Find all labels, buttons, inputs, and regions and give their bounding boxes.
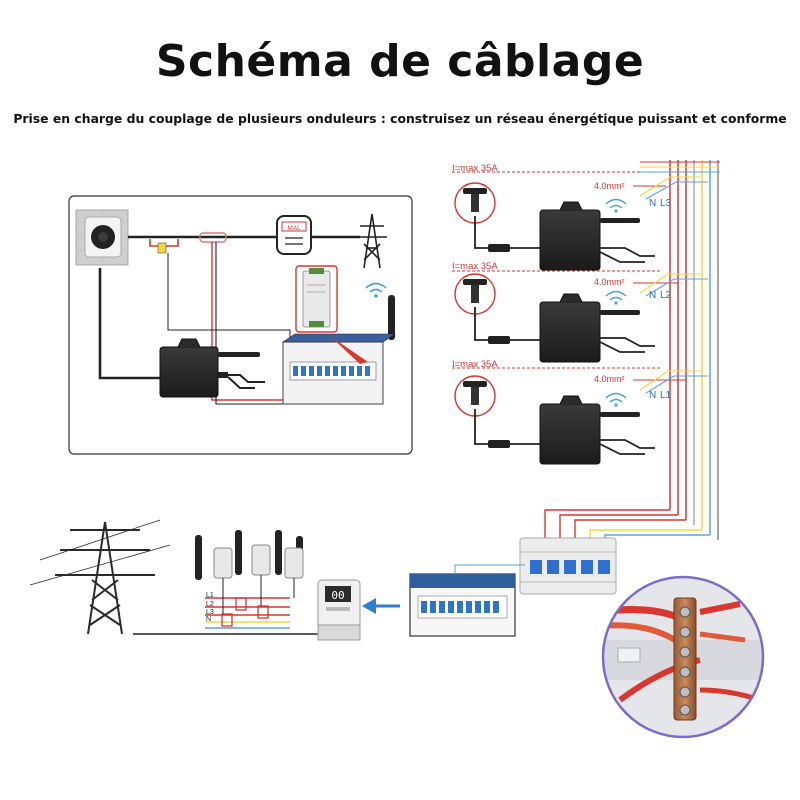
- consumer-unit: [409, 564, 525, 637]
- wifi-icon: [605, 198, 627, 213]
- current-label-l1: I=max 35A: [452, 359, 498, 370]
- smart-meter-module: [295, 265, 338, 333]
- bus-label-l3: L3: [206, 609, 214, 616]
- multi-inverter-panel: I=max 35A 4.0mm² N L3 I=max 35: [452, 160, 720, 595]
- page-title: Schéma de câblage: [155, 36, 645, 87]
- micro-inverter: [159, 338, 265, 398]
- section-label-l1: 4.0mm²: [594, 374, 625, 384]
- meter-display: 00: [331, 589, 344, 602]
- phase-label-l1: L1: [660, 390, 672, 401]
- smart-meter-array: [195, 530, 304, 627]
- distribution-board: [282, 333, 396, 405]
- inverter-row-l2: I=max 35A 4.0mm² N L2: [452, 261, 708, 363]
- energy-meter-icon: MAL: [276, 215, 312, 255]
- busbar-closeup: [601, 575, 765, 739]
- wifi-icon: [365, 282, 387, 298]
- section-label-l2: 4.0mm²: [594, 277, 625, 287]
- wifi-icon: [605, 290, 627, 305]
- page-subtitle: Prise en charge du couplage de plusieurs…: [13, 111, 787, 126]
- bus-label-n: N: [206, 616, 211, 623]
- antenna-icon: [388, 295, 395, 340]
- power-pylon-icon: [357, 213, 387, 269]
- wall-socket: [75, 209, 129, 266]
- circuit-breaker-block: [519, 537, 617, 595]
- current-label-l3: I=max 35A: [452, 163, 498, 174]
- power-pylon-icon: [29, 519, 171, 635]
- inverter-row-l3: I=max 35A 4.0mm² N L3: [452, 163, 708, 271]
- digital-energy-meter: 00: [317, 579, 361, 641]
- bus-label-l2: L2: [206, 601, 214, 608]
- current-label-l2: I=max 35A: [452, 261, 498, 272]
- section-label-l3: 4.0mm²: [594, 181, 625, 191]
- neutral-label-l1: N: [649, 390, 656, 401]
- inverter-row-l1: I=max 35A 4.0mm² N L1: [452, 359, 708, 465]
- neutral-label-l2: N: [649, 290, 656, 301]
- bus-label-l1: L1: [206, 592, 214, 599]
- grid-connection-section: L1 L2 L3 N 00: [29, 519, 525, 641]
- phase-label-l2: L2: [660, 290, 672, 301]
- phase-label-l3: L3: [660, 198, 672, 209]
- left-installation-panel: MAL: [68, 195, 413, 455]
- wifi-icon: [605, 392, 627, 407]
- meter-label: MAL: [287, 225, 301, 232]
- neutral-label-l3: N: [649, 198, 656, 209]
- arrow-left-icon: [362, 598, 400, 614]
